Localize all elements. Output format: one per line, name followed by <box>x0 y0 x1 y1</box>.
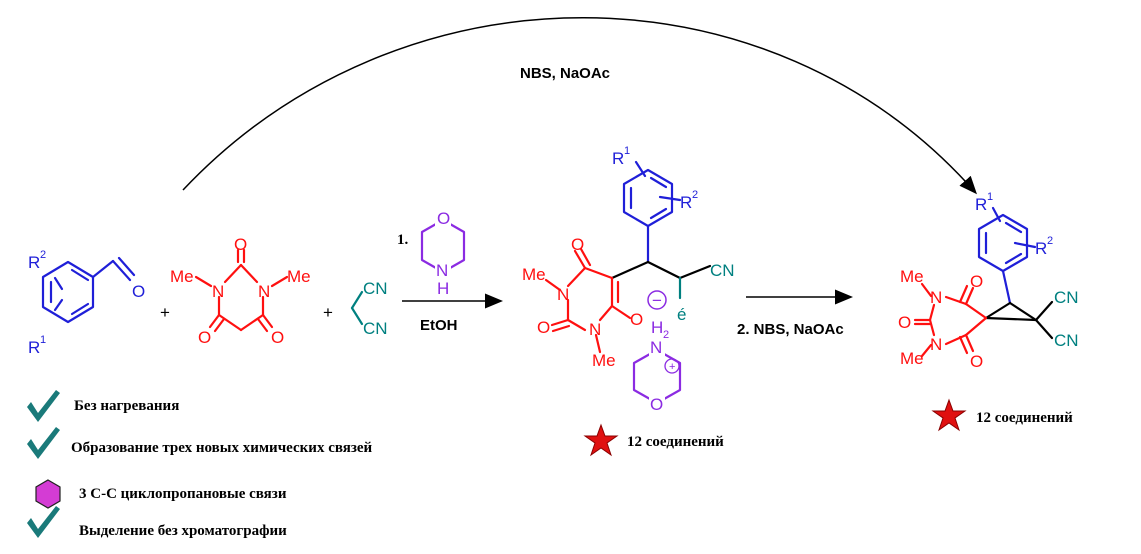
feature-4: Выделение без хроматографии <box>79 523 287 539</box>
prod-o-top: O <box>970 272 983 291</box>
positive-charge-circle <box>664 358 680 374</box>
aldehyde-molecule <box>41 256 136 324</box>
prod-cn-top: CN <box>1054 288 1079 307</box>
prod-r2-label: R <box>1035 239 1047 258</box>
plus-sign-1: + <box>160 303 170 322</box>
step1-number: 1. <box>397 232 409 248</box>
morpholinium-h2-sub: 2 <box>663 329 669 341</box>
barb-n-right: N <box>258 282 270 301</box>
intermediate-count: 12 соединений <box>627 434 724 450</box>
malononitrile-molecule <box>350 290 364 326</box>
aldehyde-r1-label: R <box>28 338 40 357</box>
top-arrow-reagent: NBS, NaOAc <box>520 65 610 82</box>
product-count: 12 соединений <box>976 410 1073 426</box>
top-curved-arrow <box>182 17 977 195</box>
morpholinium-n: N <box>650 338 662 357</box>
check-icon <box>27 427 60 459</box>
prod-n-top: N <box>930 288 942 307</box>
int-o-top: O <box>571 235 584 254</box>
feature-2: Образование трех новых химических связей <box>71 440 373 456</box>
aldehyde-r2-label: R <box>28 253 40 272</box>
negative-charge-circle <box>647 290 667 310</box>
int-cn: CN <box>710 261 735 280</box>
prod-r2-sup: 2 <box>1047 235 1053 247</box>
intermediate-barbiturate <box>544 247 632 354</box>
prod-cn-bottom: CN <box>1054 331 1079 350</box>
int-n-top: N <box>557 285 569 304</box>
prod-o-bottom: O <box>970 352 983 371</box>
morpholine-n: N <box>436 261 448 280</box>
star-icon <box>931 398 967 432</box>
aldehyde-r2-sup: 2 <box>40 249 46 261</box>
morpholinium-o: O <box>650 395 663 414</box>
malono-cn-top: CN <box>363 279 388 298</box>
intermediate-aryl-ring <box>622 160 682 264</box>
prod-r1-label: R <box>975 195 987 214</box>
negative-charge-sign: − <box>652 291 662 310</box>
feature-1: Без нагревания <box>74 398 179 414</box>
malono-cn-bottom: CN <box>363 319 388 338</box>
barb-o-right: O <box>271 328 284 347</box>
int-n-bottom: N <box>589 320 601 339</box>
step2-reagents: 2. NBS, NaOAc <box>737 321 844 338</box>
prod-me-bottom: Me <box>900 349 924 368</box>
prod-o-left: O <box>898 313 911 332</box>
int-r1-label: R <box>612 149 624 168</box>
step1-solvent: EtOH <box>420 317 458 334</box>
prod-me-top: Me <box>900 267 924 286</box>
barb-me-left: Me <box>170 267 194 286</box>
prod-n-bottom: N <box>930 335 942 354</box>
plus-sign-2: + <box>323 303 333 322</box>
int-r1-sup: 1 <box>624 145 630 157</box>
aldehyde-oxygen: O <box>132 282 145 301</box>
int-carbanion-accent: é <box>677 305 686 324</box>
feature-3: 3 C-C циклопропановые связи <box>79 486 287 502</box>
barb-me-right: Me <box>287 267 311 286</box>
hexagon-icon <box>35 479 61 509</box>
product-aryl-ring <box>977 206 1037 305</box>
product-barbiturate <box>913 282 988 358</box>
barb-o-top: O <box>234 235 247 254</box>
prod-r1-sup: 1 <box>987 191 993 203</box>
int-me-top: Me <box>522 265 546 284</box>
int-o-bottom: O <box>537 318 550 337</box>
check-icon <box>27 390 60 422</box>
check-icon <box>27 506 60 538</box>
barb-o-left: O <box>198 328 211 347</box>
int-me-bottom: Me <box>592 351 616 370</box>
barb-n-left: N <box>212 282 224 301</box>
int-r2-label: R <box>680 193 692 212</box>
int-enolate-o: O <box>630 310 643 329</box>
star-icon <box>583 423 619 457</box>
product-cyclopropane <box>984 300 1054 340</box>
morpholinium-h2: H <box>651 318 663 337</box>
morpholine-o: O <box>437 209 450 228</box>
positive-charge-sign: + <box>669 361 675 373</box>
int-r2-sup: 2 <box>692 189 698 201</box>
barbituric-acid-molecule <box>194 248 289 333</box>
aldehyde-r1-sup: 1 <box>40 334 46 346</box>
morpholine-h: H <box>437 279 449 298</box>
intermediate-chain <box>610 260 712 280</box>
